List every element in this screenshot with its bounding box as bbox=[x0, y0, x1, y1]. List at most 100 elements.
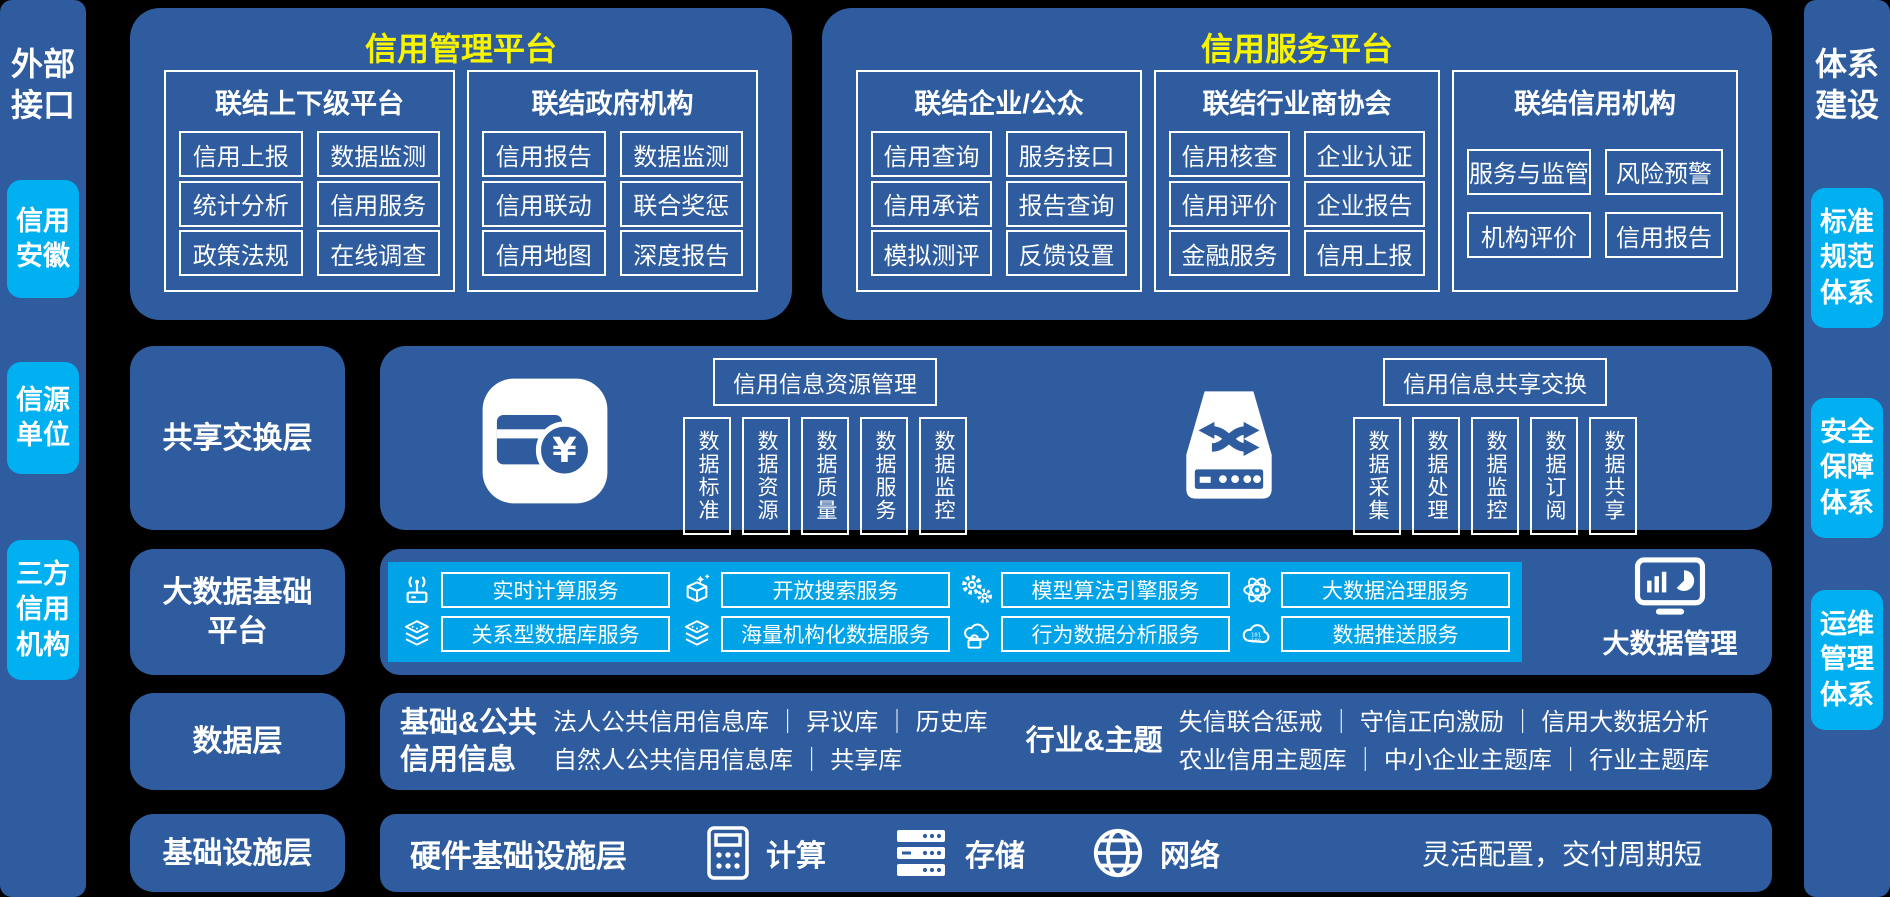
data-line: 农业信用主题库 ｜ 中小企业主题库 ｜ 行业主题库 bbox=[1178, 746, 1710, 774]
sidebar-box: 信源 单位 bbox=[7, 362, 79, 474]
credit-info-resource-group: 信用信息资源管理 数据标准数据资源数据质量数据服务数据监控 bbox=[675, 358, 975, 535]
sidebar-box: 标准 规范 体系 bbox=[1811, 188, 1883, 328]
function-cell: 信用评价 bbox=[1169, 180, 1290, 227]
platform-group: 联结信用机构服务与监管风险预警机构评价信用报告 bbox=[1452, 70, 1738, 292]
sidebar-box: 信用 安徽 bbox=[7, 180, 79, 298]
bigdata-services-grid: 实时计算服务开放搜索服务模型算法引擎服务 大数据治理服务关系型数据库服务海量机构化… bbox=[388, 562, 1522, 662]
atom-icon bbox=[1240, 573, 1274, 607]
infrastructure-item: 网络 bbox=[1091, 826, 1220, 880]
bigdata-service: 海量机构化数据服务 bbox=[680, 615, 950, 653]
function-cell: 统计分析 bbox=[179, 180, 303, 227]
infrastructure-note: 灵活配置，交付周期短 bbox=[1421, 839, 1702, 870]
function-cell: 信用核查 bbox=[1169, 131, 1290, 177]
layers-icon bbox=[400, 617, 434, 651]
svg-text:100: 100 bbox=[1251, 639, 1261, 645]
platform-group: 联结上下级平台信用上报数据监测统计分析信用服务政策法规在线调查 bbox=[164, 70, 455, 292]
layers-icon bbox=[680, 617, 714, 651]
function-cell: 信用承诺 bbox=[871, 180, 992, 227]
bigdata-platform-panel: 实时计算服务开放搜索服务模型算法引擎服务 大数据治理服务关系型数据库服务海量机构化… bbox=[380, 549, 1772, 675]
infrastructure-panel: 硬件基础设施层 计算存储网络 灵活配置，交付周期短 bbox=[380, 814, 1772, 892]
data-line: 失信联合惩戒 ｜ 守信正向激励 ｜ 信用大数据分析 bbox=[1178, 709, 1710, 737]
function-cell: 信用报告 bbox=[1605, 212, 1723, 259]
function-cell: 企业报告 bbox=[1304, 180, 1425, 227]
group-title: 信用信息共享交换 bbox=[1383, 358, 1607, 406]
card-yuan-icon: ¥ bbox=[480, 376, 610, 506]
function-cell: 模拟测评 bbox=[871, 230, 992, 276]
function-cell: 金融服务 bbox=[1169, 230, 1290, 276]
right-sidebar-items: 标准 规范 体系安全 保障 体系运维 管理 体系 bbox=[1804, 0, 1890, 897]
service-label: 大数据治理服务 bbox=[1281, 572, 1510, 608]
globe-icon bbox=[1091, 826, 1145, 880]
infrastructure-item: 计算 bbox=[705, 825, 826, 881]
function-cell: 服务与监管 bbox=[1467, 148, 1591, 195]
sidebar-box: 安全 保障 体系 bbox=[1811, 398, 1883, 538]
realtime-compute-icon bbox=[400, 573, 434, 607]
infrastructure-item: 存储 bbox=[892, 827, 1025, 879]
group-cells: 信用核查企业认证信用评价企业报告金融服务信用上报 bbox=[1169, 131, 1425, 276]
sidebar-box: 运维 管理 体系 bbox=[1811, 590, 1883, 730]
service-label: 行为数据分析服务 bbox=[1001, 616, 1230, 652]
group-title: 信用信息资源管理 bbox=[713, 358, 937, 406]
platform-group: 联结行业商协会信用核查企业认证信用评价企业报告金融服务信用上报 bbox=[1154, 70, 1440, 292]
platform-group: 联结政府机构信用报告数据监测信用联动联合奖惩信用地图深度报告 bbox=[467, 70, 758, 292]
infrastructure-items: 计算 存储 网络 bbox=[705, 825, 1286, 881]
function-cell: 服务接口 bbox=[1006, 131, 1127, 177]
right-sidebar-title: 体系 建设 bbox=[1814, 46, 1879, 123]
function-cell: 信用上报 bbox=[179, 131, 303, 177]
vertical-function-box: 数据质量 bbox=[801, 417, 849, 535]
group-title: 联结行业商协会 bbox=[1202, 89, 1392, 119]
platform-title: 信用服务平台 bbox=[1200, 31, 1393, 67]
data-layer-label: 数据层 bbox=[130, 693, 345, 790]
function-cell: 报告查询 bbox=[1006, 180, 1127, 227]
basic-public-credit-section: 基础&公共 信用信息 法人公共信用信息库 ｜ 异议库 ｜ 历史库 自然人公共信用… bbox=[400, 704, 988, 778]
function-cell: 信用服务 bbox=[316, 180, 440, 227]
svg-text:¥: ¥ bbox=[552, 430, 576, 471]
group-cells: 信用报告数据监测信用联动联合奖惩信用地图深度报告 bbox=[482, 131, 743, 276]
industry-theme-section: 行业&主题 失信联合惩戒 ｜ 守信正向激励 ｜ 信用大数据分析 农业信用主题库 … bbox=[1026, 704, 1710, 778]
platform-title: 信用管理平台 bbox=[364, 31, 557, 67]
function-cell: 机构评价 bbox=[1467, 212, 1591, 259]
bigdata-service: 开放搜索服务 bbox=[680, 571, 950, 609]
share-exchange-layer-label: 共享交换层 bbox=[130, 346, 345, 530]
data-line: 法人公共信用信息库 ｜ 异议库 ｜ 历史库 bbox=[552, 709, 988, 737]
gears-icon bbox=[960, 573, 994, 607]
bigdata-service: 模型算法引擎服务 bbox=[960, 571, 1230, 609]
service-label: 数据推送服务 bbox=[1281, 616, 1510, 652]
vertical-columns: 数据采集数据处理数据监控数据订阅数据共享 bbox=[1353, 417, 1637, 535]
function-cell: 政策法规 bbox=[179, 230, 303, 276]
function-cell: 深度报告 bbox=[619, 230, 743, 276]
section-lines: 法人公共信用信息库 ｜ 异议库 ｜ 历史库 自然人公共信用信息库 ｜ 共享库 bbox=[553, 704, 988, 778]
function-cell: 信用上报 bbox=[1304, 230, 1425, 276]
function-cell: 企业认证 bbox=[1304, 131, 1425, 177]
left-sidebar-items: 信用 安徽信源 单位三方 信用 机构 bbox=[0, 0, 86, 897]
function-cell: 数据监测 bbox=[316, 131, 440, 177]
function-cell: 信用报告 bbox=[482, 131, 606, 177]
bigdata-management: 大数据管理 bbox=[1585, 557, 1755, 661]
group-cells: 信用上报数据监测统计分析信用服务政策法规在线调查 bbox=[179, 131, 440, 276]
group-title: 联结上下级平台 bbox=[215, 89, 404, 119]
vertical-function-box: 数据监控 bbox=[919, 417, 967, 535]
platform-groups: 联结企业/公众信用查询服务接口信用承诺报告查询模拟测评反馈设置联结行业商协会信用… bbox=[856, 70, 1738, 292]
data-line: 自然人公共信用信息库 ｜ 共享库 bbox=[552, 746, 903, 774]
right-sidebar: 体系 建设 标准 规范 体系安全 保障 体系运维 管理 体系 bbox=[1804, 0, 1890, 897]
platform-group: 联结企业/公众信用查询服务接口信用承诺报告查询模拟测评反馈设置 bbox=[856, 70, 1142, 292]
bigdata-service: 实时计算服务 bbox=[400, 571, 670, 609]
function-cell: 反馈设置 bbox=[1006, 230, 1127, 276]
function-cell: 风险预警 bbox=[1605, 148, 1723, 195]
section-title: 基础&公共 信用信息 bbox=[400, 707, 537, 776]
monitor-chart-icon bbox=[1632, 557, 1708, 619]
calculator-icon bbox=[705, 825, 751, 881]
vertical-function-box: 数据监控 bbox=[1471, 417, 1519, 535]
infrastructure-item-label: 网络 bbox=[1160, 840, 1220, 873]
server-storage-icon bbox=[892, 827, 950, 879]
bigdata-service: 关系型数据库服务 bbox=[400, 615, 670, 653]
section-title: 行业&主题 bbox=[1025, 725, 1163, 758]
left-sidebar: 外部 接口 信用 安徽信源 单位三方 信用 机构 bbox=[0, 0, 86, 897]
group-title: 联结信用机构 bbox=[1514, 89, 1676, 119]
bigdata-service: 大数据治理服务 bbox=[1240, 571, 1510, 609]
infrastructure-layer-label: 基础设施层 bbox=[130, 814, 345, 892]
vertical-function-box: 数据标准 bbox=[683, 417, 731, 535]
